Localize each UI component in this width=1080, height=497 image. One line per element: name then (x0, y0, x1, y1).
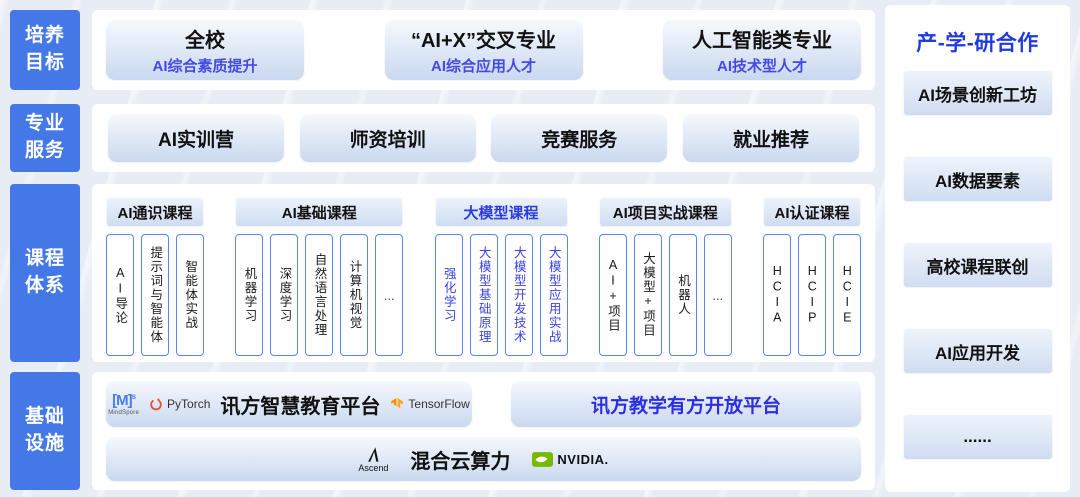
course-column: HCIP (798, 234, 826, 356)
course-columns: 强化学习大模型基础原理大模型开发技术大模型应用实战 (434, 234, 568, 356)
course-column: HCIE (833, 234, 861, 356)
nvidia-eye-icon (532, 451, 554, 467)
pytorch-logo: PyTorch (149, 397, 210, 411)
course-group-header: AI项目实战课程 (598, 197, 732, 227)
sidebar-item-training-goals: 培养 目标 (10, 10, 80, 90)
ascend-a-icon (368, 446, 379, 462)
training-goal-card: 人工智能类专业 AI技术型人才 (662, 19, 862, 81)
service-card: 师资培训 (298, 113, 477, 163)
cooperation-card: AI数据要素 (902, 156, 1053, 202)
goal-title: “AI+X”交叉专业 (410, 30, 557, 52)
course-more-column: ... (703, 234, 732, 356)
course-group: AI通识课程 AI导论提示词与智能体智能体实战 (106, 197, 204, 356)
nvidia-logo: NVIDIA. (532, 452, 608, 467)
goal-title: 全校 (185, 30, 225, 52)
mindspore-label: MindSpore (108, 409, 140, 416)
services-panel: AI实训营师资培训竞赛服务就业推荐 (92, 104, 875, 172)
goal-subtitle: AI技术型人才 (716, 58, 807, 75)
course-columns: AI导论提示词与智能体智能体实战 (106, 234, 204, 356)
course-column: 智能体实战 (176, 234, 204, 356)
course-columns: 机器学习深度学习自然语言处理计算机视觉... (235, 234, 404, 356)
course-column: AI导论 (106, 234, 134, 356)
open-teaching-platform-card: 讯方教学有方开放平台 (510, 380, 862, 428)
ascend-logo: Ascend (358, 446, 388, 473)
mindspore-mark-icon: [M]s (112, 391, 136, 409)
tensorflow-tf-icon (391, 398, 404, 409)
tensorflow-label: TensorFlow (408, 397, 470, 411)
tensorflow-logo: TensorFlow (390, 397, 470, 411)
course-group: AI项目实战课程 AI+项目大模型+项目机器人... (598, 197, 732, 356)
sidebar-item-professional-services: 专业 服务 (10, 104, 80, 172)
goal-subtitle: AI综合素质提升 (152, 58, 258, 75)
course-column: 自然语言处理 (305, 234, 334, 356)
curriculum-groups: AI通识课程 AI导论提示词与智能体智能体实战 AI基础课程机器学习深度学习自然语言… (106, 197, 861, 356)
course-column: 大模型+项目 (633, 234, 662, 356)
infrastructure-panel: [M]s MindSpore PyTorch 讯方智慧教育平台 (92, 372, 875, 490)
service-card: 竞赛服务 (490, 113, 669, 163)
course-columns: AI+项目大模型+项目机器人... (598, 234, 732, 356)
nvidia-label: NVIDIA. (557, 451, 609, 467)
cooperation-card: AI场景创新工坊 (902, 70, 1053, 116)
sidebar-item-curriculum-system: 课程 体系 (10, 184, 80, 362)
ascend-label: Ascend (358, 462, 389, 473)
course-column: 计算机视觉 (340, 234, 369, 356)
pytorch-label: PyTorch (167, 397, 211, 411)
service-card: AI实训营 (107, 113, 285, 163)
course-column: 提示词与智能体 (141, 234, 169, 356)
course-group-header: AI通识课程 (106, 197, 204, 227)
course-column: HCIA (763, 234, 791, 356)
sidebar-item-infrastructure: 基础 设施 (10, 372, 80, 490)
course-column: 机器学习 (235, 234, 264, 356)
course-more-column: ... (375, 234, 404, 356)
goal-title: 人工智能类专业 (692, 30, 832, 52)
cooperation-title: 产-学-研合作 (916, 32, 1039, 55)
infrastructure-platform-row: [M]s MindSpore PyTorch 讯方智慧教育平台 (105, 380, 862, 428)
cooperation-card: AI应用开发 (902, 328, 1053, 374)
course-column: 深度学习 (270, 234, 299, 356)
cooperation-items: AI场景创新工坊 AI数据要素高校课程联创 AI应用开发...... (902, 70, 1053, 460)
course-column: 机器人 (668, 234, 697, 356)
pytorch-flame-icon (150, 398, 162, 411)
course-column: AI+项目 (598, 234, 627, 356)
open-platform-title: 讯方教学有方开放平台 (590, 395, 781, 417)
training-goal-card: 全校 AI综合素质提升 (105, 19, 305, 81)
hybrid-cloud-compute-card: Ascend 混合云算力 NVIDIA. (105, 436, 862, 482)
course-column: 大模型应用实战 (539, 234, 568, 356)
training-goal-card: “AI+X”交叉专业 AI综合应用人才 (383, 19, 584, 81)
course-group: AI基础课程机器学习深度学习自然语言处理计算机视觉... (235, 197, 404, 356)
cooperation-panel: 产-学-研合作 AI场景创新工坊 AI数据要素高校课程联创 AI应用开发...... (885, 5, 1070, 492)
mindspore-logo: [M]s MindSpore (108, 391, 140, 416)
cooperation-card: 高校课程联创 (902, 242, 1053, 288)
course-group-header: 大模型课程 (434, 197, 568, 227)
curriculum-panel: AI通识课程 AI导论提示词与智能体智能体实战 AI基础课程机器学习深度学习自然语言… (92, 184, 875, 362)
goal-subtitle: AI综合应用人才 (430, 58, 536, 75)
compute-title: 混合云算力 (410, 450, 511, 473)
course-column: 强化学习 (434, 234, 463, 356)
cooperation-card: ...... (902, 414, 1053, 460)
service-card: 就业推荐 (681, 113, 860, 163)
course-group-header: AI基础课程 (235, 197, 404, 227)
course-group: 大模型课程强化学习大模型基础原理大模型开发技术大模型应用实战 (434, 197, 568, 356)
smart-education-platform-card: [M]s MindSpore PyTorch 讯方智慧教育平台 (105, 380, 473, 428)
training-goals-panel: 全校 AI综合素质提升 “AI+X”交叉专业 AI综合应用人才 人工智能类专业 AI技术型… (92, 10, 875, 90)
course-group-header: AI认证课程 (763, 197, 861, 227)
course-column: 大模型开发技术 (504, 234, 533, 356)
smart-platform-title: 讯方智慧教育平台 (220, 395, 381, 418)
course-column: 大模型基础原理 (469, 234, 498, 356)
